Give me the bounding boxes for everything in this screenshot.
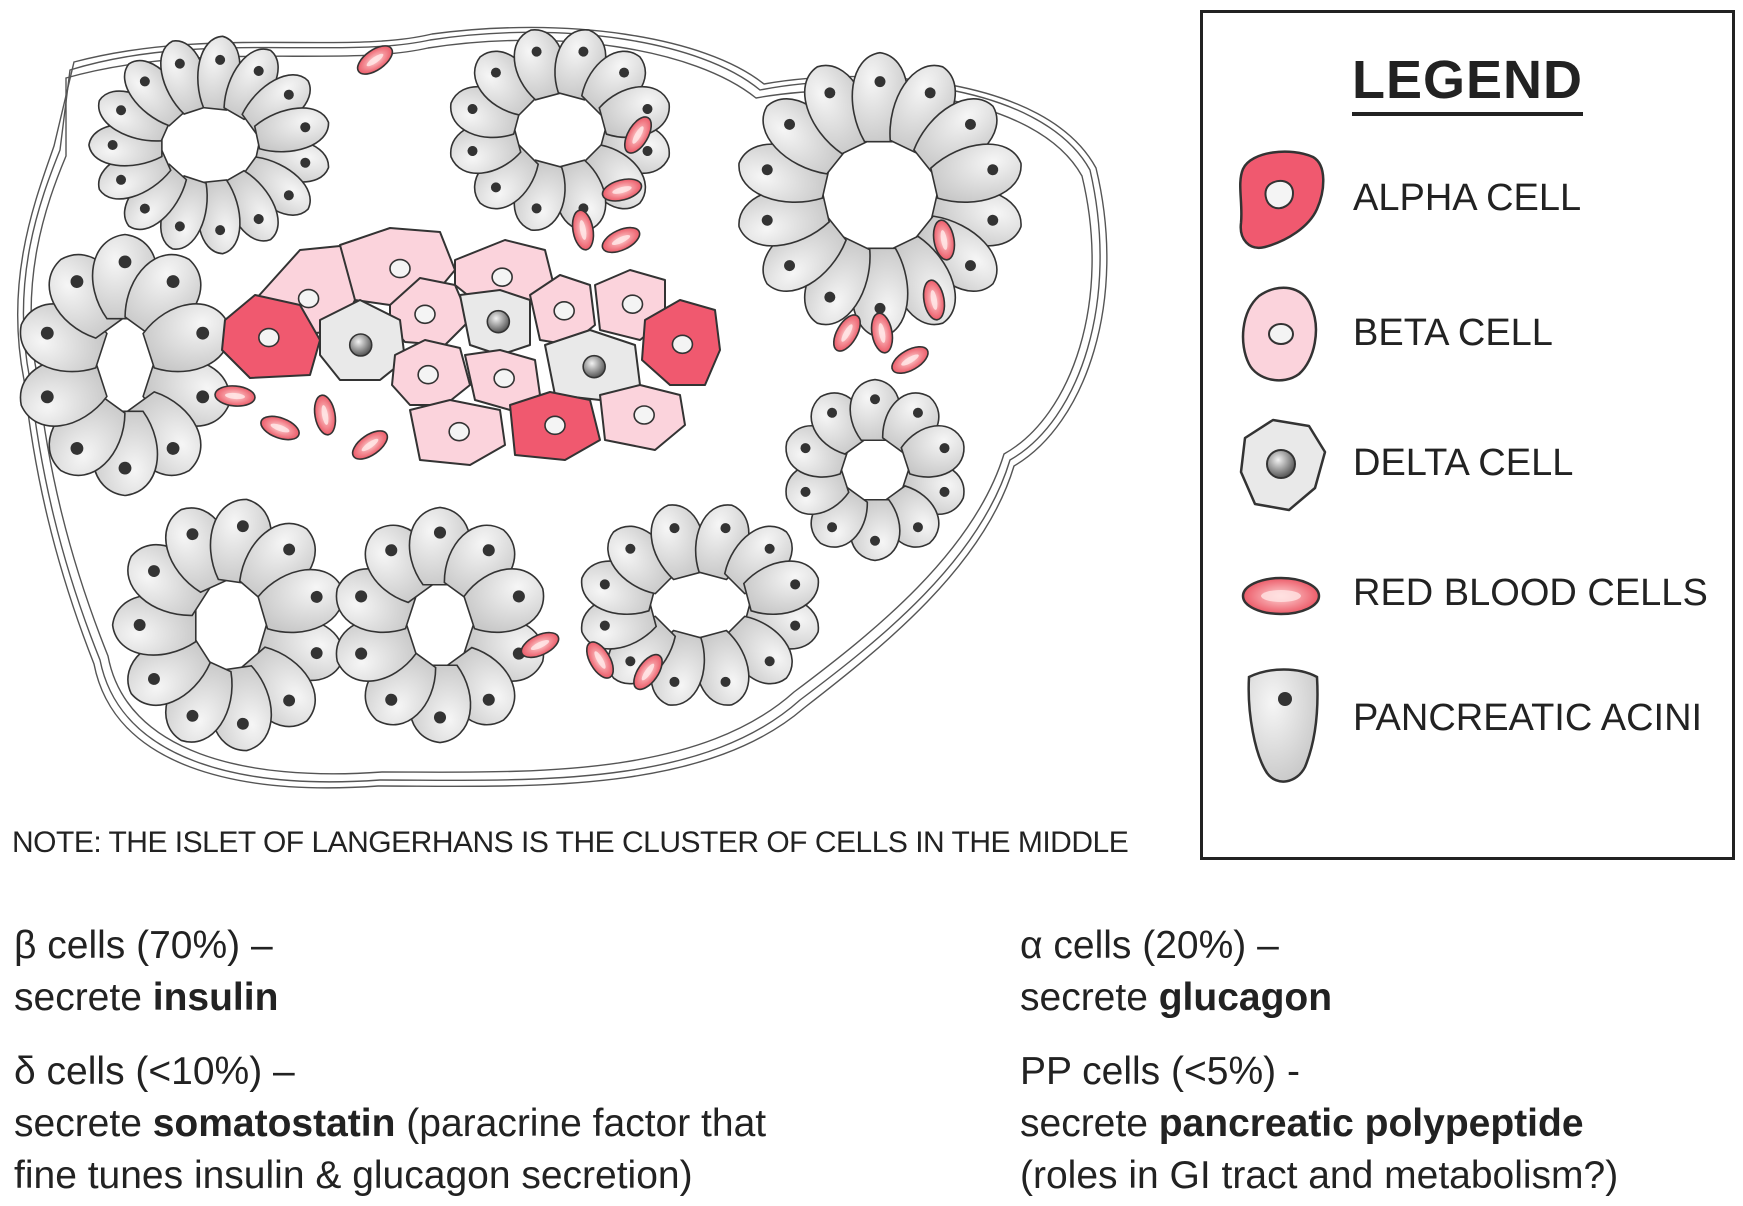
beta-cell-icon: [1241, 286, 1318, 382]
rbc-layer: [214, 45, 956, 691]
acinus: [111, 498, 344, 752]
legend-title-text: LEGEND: [1351, 50, 1584, 116]
legend-label-acinus: PANCREATIC ACINI: [1353, 697, 1703, 739]
alpha-cells-info: α cells (20%) – secrete glucagon: [1020, 920, 1332, 1024]
delta-cells-info: δ cells (<10%) – secrete somatostatin (p…: [14, 1046, 766, 1202]
pp-cells-heading: PP cells (<5%) -: [1020, 1050, 1300, 1093]
acinus-cell: [694, 629, 750, 706]
legend-item-beta: BETA CELL: [1203, 278, 1732, 398]
delta-cells-detail: fine tunes insulin & glucagon secretion): [14, 1154, 693, 1197]
red-blood-cell: [870, 312, 894, 354]
pp-cells-info: PP cells (<5%) - secrete pancreatic poly…: [1020, 1046, 1618, 1202]
legend-item-rbc: RED BLOOD CELLS: [1203, 538, 1732, 658]
acinus: [88, 35, 330, 255]
alpha-cell: [509, 391, 601, 461]
acinus-cell: [929, 143, 1022, 203]
red-blood-cell: [356, 45, 394, 75]
acinus: [785, 378, 965, 562]
legend-title: LEGEND: [1203, 49, 1732, 116]
red-blood-cell: [601, 226, 641, 254]
alpha-prefix: secrete: [1020, 976, 1159, 1019]
pp-hormone: pancreatic polypeptide: [1158, 1102, 1584, 1145]
acinus-cell-icon: [1247, 668, 1319, 783]
acinus-cell: [742, 560, 819, 615]
beta-hormone: insulin: [152, 976, 279, 1019]
beta-cell: [464, 349, 541, 411]
beta-cell: [389, 277, 471, 346]
acinus: [19, 233, 231, 497]
acinus-cell: [335, 616, 417, 682]
alpha-cell-icon: [1239, 150, 1325, 250]
beta-cells-info: β cells (70%) – secrete insulin: [14, 920, 278, 1024]
red-blood-cell: [932, 219, 956, 261]
delta-cell-icon: [1239, 418, 1327, 512]
legend-item-delta: DELTA CELL: [1203, 408, 1732, 528]
diagram-note: NOTE: THE ISLET OF LANGERHANS IS THE CLU…: [12, 826, 1129, 859]
red-blood-cell: [214, 385, 256, 407]
legend-label-alpha: ALPHA CELL: [1353, 177, 1582, 219]
red-blood-cell: [601, 178, 643, 202]
delta-cell: [459, 289, 531, 356]
pp-cells-secretion: secrete pancreatic polypeptide: [1020, 1098, 1618, 1150]
legend-box: LEGEND ALPHA CELL BETA CELL DELTA CELL R…: [1200, 10, 1735, 860]
beta-cells-heading: β cells (70%) –: [14, 924, 273, 967]
acinus: [450, 29, 670, 231]
red-blood-cell: [571, 209, 595, 251]
red-blood-cell: [623, 116, 653, 154]
red-blood-cell-icon: [1241, 576, 1321, 616]
red-blood-cell: [832, 314, 862, 352]
legend-label-rbc: RED BLOOD CELLS: [1353, 572, 1708, 614]
islet-layer: [221, 227, 721, 466]
red-blood-cell: [520, 631, 560, 659]
delta-suffix: (paracrine factor that: [395, 1102, 767, 1145]
alpha-cells-secretion: secrete glucagon: [1020, 972, 1332, 1024]
alpha-hormone: glucagon: [1158, 976, 1333, 1019]
acinus-cell: [738, 187, 831, 247]
alpha-cells-heading: α cells (20%) –: [1020, 924, 1279, 967]
acinus-cell: [463, 568, 545, 634]
red-blood-cell: [891, 345, 929, 375]
beta-cell: [529, 274, 596, 346]
acini-layer: [19, 29, 1022, 752]
acinus: [335, 506, 545, 744]
acinus-cell: [253, 107, 330, 153]
pp-prefix: secrete: [1020, 1102, 1159, 1145]
legend-label-delta: DELTA CELL: [1353, 442, 1574, 484]
pancreas-islet-diagram: [17, 26, 1108, 789]
delta-cells-secretion: secrete somatostatin (paracrine factor t…: [14, 1098, 766, 1150]
alpha-cell: [221, 294, 321, 379]
pp-cells-detail: (roles in GI tract and metabolism?): [1020, 1154, 1619, 1197]
red-blood-cell: [633, 653, 663, 691]
acinus-cell: [900, 425, 965, 478]
delta-cells-heading: δ cells (<10%) –: [14, 1050, 295, 1093]
beta-cell: [409, 399, 506, 466]
beta-cells-secretion: secrete insulin: [14, 972, 278, 1024]
acinus: [581, 504, 819, 706]
legend-item-alpha: ALPHA CELL: [1203, 143, 1732, 263]
red-blood-cell: [585, 641, 615, 679]
legend-label-beta: BETA CELL: [1353, 312, 1553, 354]
red-blood-cell: [922, 279, 946, 321]
delta-hormone: somatostatin: [152, 1102, 396, 1145]
alpha-cell: [641, 299, 721, 386]
red-blood-cell: [313, 394, 337, 436]
beta-prefix: secrete: [14, 976, 153, 1019]
beta-cell: [599, 384, 686, 451]
red-blood-cell: [260, 415, 300, 441]
beta-cell: [391, 339, 471, 406]
delta-prefix: secrete: [14, 1102, 153, 1145]
acinus-cell: [513, 29, 566, 101]
red-blood-cell: [351, 430, 389, 460]
legend-item-acinus: PANCREATIC ACINI: [1203, 663, 1732, 783]
